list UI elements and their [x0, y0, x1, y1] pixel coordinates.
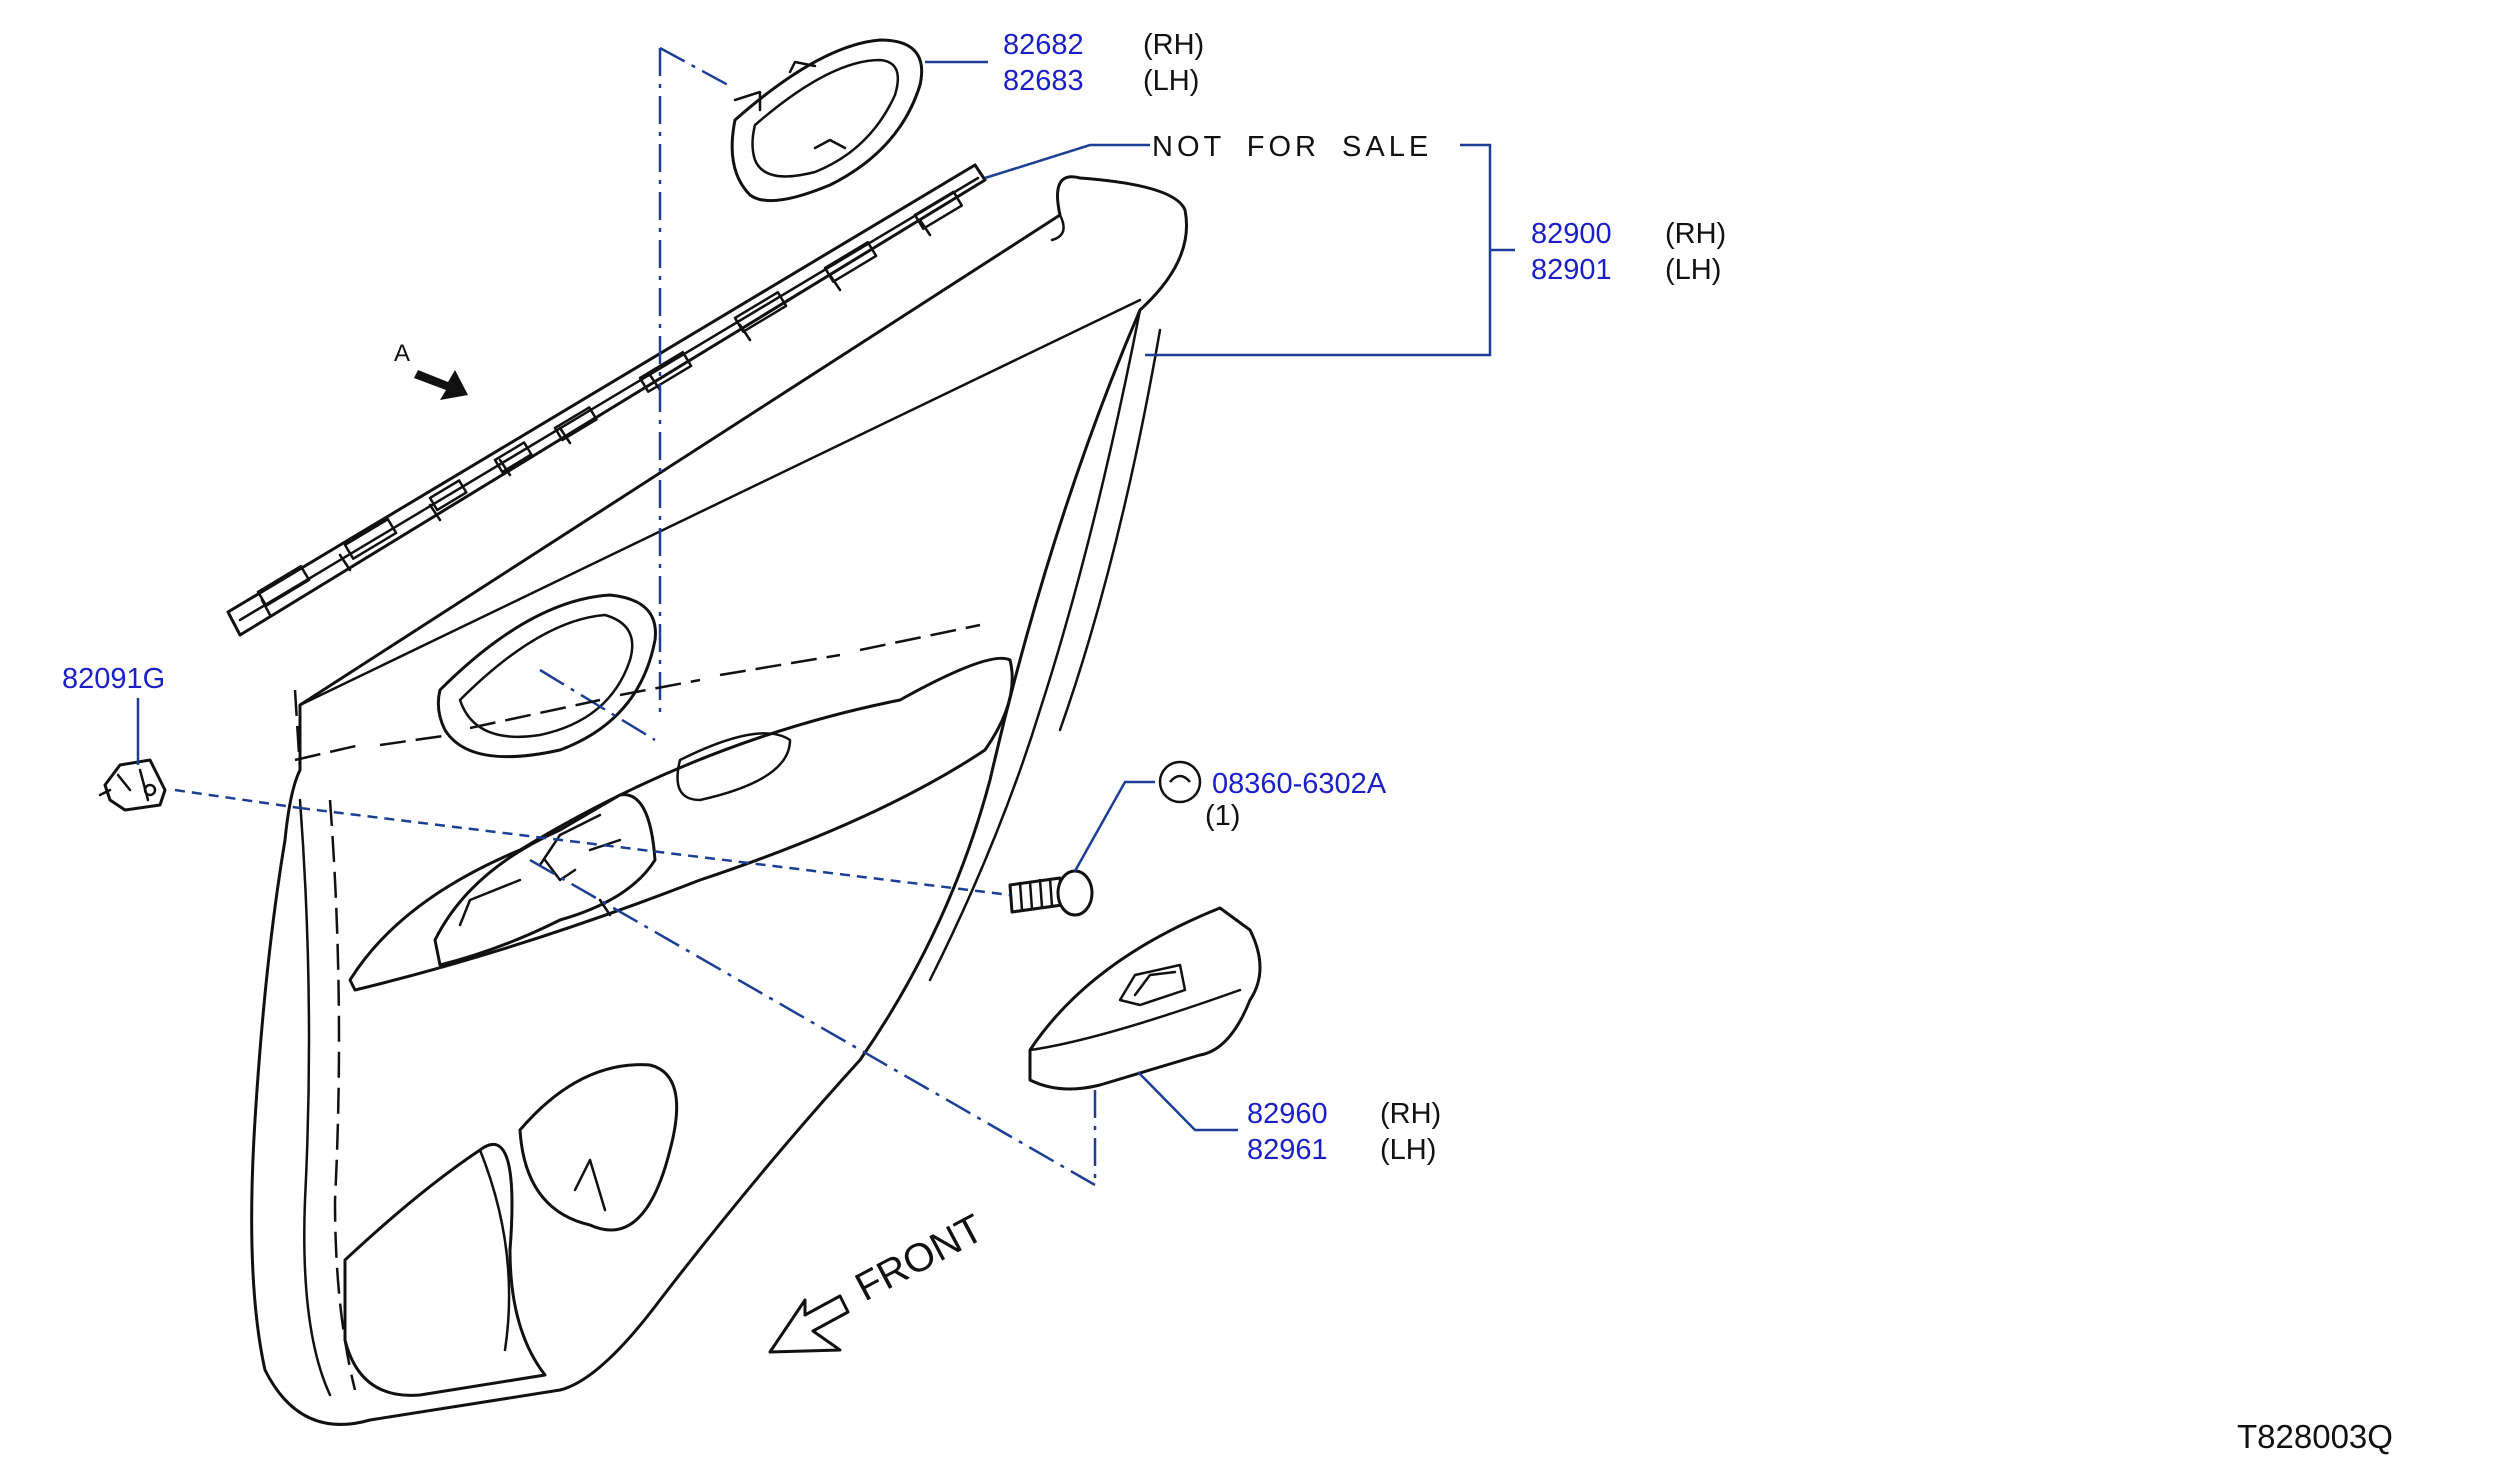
clip-part[interactable]: [98, 758, 167, 812]
guide-lines: [174, 46, 1097, 1187]
part-number-82961[interactable]: 82961: [1247, 1134, 1328, 1166]
side-lh-82961: (LH): [1380, 1134, 1437, 1166]
leader-lines: [136, 60, 1515, 1132]
part-number-82900[interactable]: 82900: [1531, 218, 1612, 250]
screw-quantity: (1): [1205, 800, 1241, 832]
front-arrow-icon: [768, 1294, 850, 1354]
view-arrow: [414, 370, 468, 400]
drawing-code: T828003Q: [2237, 1418, 2393, 1455]
screw-number-circle: [1158, 760, 1202, 804]
side-lh-82683: (LH): [1143, 65, 1200, 97]
part-number-82901[interactable]: 82901: [1531, 254, 1612, 286]
switch-finisher-part[interactable]: [1028, 906, 1262, 1091]
part-number-82683[interactable]: 82683: [1003, 65, 1084, 97]
side-rh-82900: (RH): [1665, 218, 1727, 250]
armrest-finisher-part[interactable]: [730, 38, 924, 203]
side-lh-82901: (LH): [1665, 254, 1722, 286]
part-number-82091g[interactable]: 82091G: [62, 663, 166, 695]
inside-handle-bracket: [433, 793, 657, 967]
waist-seal-strip: [226, 163, 987, 637]
view-marker-a: A: [394, 340, 411, 367]
screw-part[interactable]: [1008, 869, 1094, 917]
not-for-sale-note: NOT FOR SALE: [1152, 131, 1433, 163]
side-rh-82682: (RH): [1143, 29, 1205, 61]
part-number-82960[interactable]: 82960: [1247, 1098, 1328, 1130]
part-number-82682[interactable]: 82682: [1003, 29, 1084, 61]
door-finisher-panel[interactable]: [250, 175, 1188, 1426]
side-rh-82960: (RH): [1380, 1098, 1442, 1130]
part-number-08360-6302a[interactable]: 08360-6302A: [1212, 768, 1387, 800]
